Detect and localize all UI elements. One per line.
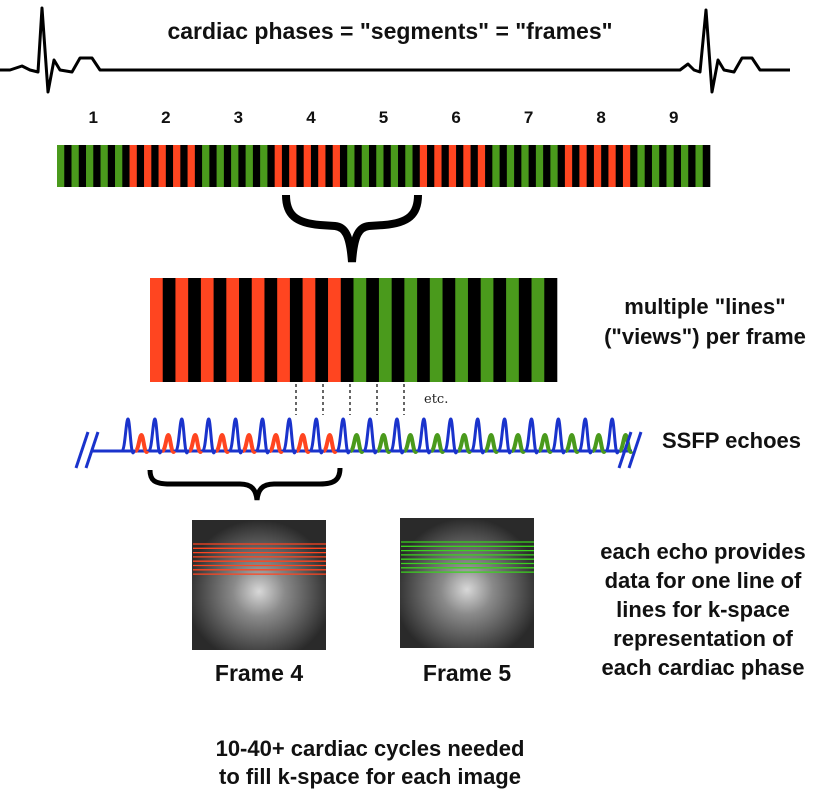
echo-7-blue — [201, 417, 217, 455]
frame-brace — [282, 194, 422, 263]
views-red-frame — [150, 278, 354, 382]
segment-8 — [564, 145, 638, 187]
frame-4-kspace-image — [192, 520, 326, 650]
views-per-frame-bar — [150, 278, 558, 382]
phase-number-4: 4 — [306, 108, 316, 127]
echo-31-blue — [524, 417, 539, 455]
echo-29-blue — [497, 417, 513, 455]
segment-2 — [129, 145, 203, 187]
ssfp-echoes-label: SSFP echoes — [662, 428, 801, 453]
frame-4-label: Frame 4 — [214, 660, 304, 686]
phase-number-8: 8 — [596, 108, 606, 127]
views-green-frame — [353, 278, 558, 382]
views-label: multiple "lines" ("views") per frame — [580, 292, 830, 352]
echo-14-red — [295, 433, 311, 454]
segment-6 — [419, 145, 493, 187]
echo-group-brace — [147, 467, 343, 501]
echo-20-green — [376, 433, 392, 454]
echo-note: each echo provides data for one line of … — [572, 537, 834, 682]
echo-1-blue — [120, 417, 136, 455]
bottom-note: 10-40+ cardiac cycles needed to fill k-s… — [150, 735, 590, 791]
echo-25-blue — [443, 417, 459, 455]
frame-5-kspace-lines — [401, 541, 534, 573]
echo-24-green — [430, 433, 446, 454]
echo-28-green — [484, 433, 499, 454]
views-label-line-1: multiple "lines" — [624, 294, 786, 319]
echo-36-green — [591, 433, 607, 454]
etc-label: etc. — [424, 392, 449, 407]
echo-note-line-5: each cardiac phase — [601, 655, 805, 680]
echo-4-red — [161, 433, 177, 454]
echo-22-green — [403, 433, 419, 454]
echo-16-red — [322, 433, 338, 454]
echo-32-green — [537, 433, 553, 454]
views-label-line-2: ("views") per frame — [604, 324, 806, 349]
echo-8-red — [215, 433, 230, 454]
echo-2-red — [134, 433, 150, 454]
segment-9 — [637, 145, 711, 187]
ssfp-echo-train — [92, 417, 634, 455]
bottom-note-line-1: 10-40+ cardiac cycles needed — [215, 736, 525, 761]
phase-number-2: 2 — [161, 108, 171, 127]
echo-26-green — [457, 433, 473, 454]
frame-4-kspace-lines — [193, 543, 326, 575]
echo-23-blue — [416, 417, 432, 455]
echo-21-blue — [389, 417, 405, 455]
phase-number-3: 3 — [233, 108, 244, 127]
segment-5 — [347, 145, 421, 187]
echo-note-line-4: representation of — [613, 626, 793, 651]
cardiac-segments-bar — [57, 145, 711, 187]
echo-30-green — [510, 433, 526, 454]
phase-number-5: 5 — [378, 108, 389, 127]
echo-11-blue — [255, 417, 270, 455]
echo-5-blue — [174, 417, 190, 455]
echo-note-line-2: data for one line of — [604, 568, 802, 593]
echo-12-red — [268, 433, 284, 454]
echo-35-blue — [577, 417, 593, 455]
phase-number-6: 6 — [451, 108, 461, 127]
segment-3 — [202, 145, 275, 187]
phase-number-7: 7 — [523, 108, 534, 127]
echo-note-line-1: each echo provides — [600, 539, 806, 564]
echo-18-green — [349, 433, 365, 454]
echo-27-blue — [470, 417, 486, 455]
echo-15-blue — [308, 417, 324, 455]
echo-34-green — [564, 433, 580, 454]
echo-9-blue — [228, 417, 244, 455]
break-mark-left — [74, 431, 100, 469]
diagram-title: cardiac phases = "segments" = "frames" — [167, 18, 613, 44]
segment-4 — [274, 145, 348, 187]
echo-connectors — [295, 384, 405, 415]
bottom-note-line-2: to fill k-space for each image — [219, 764, 521, 789]
echo-3-blue — [147, 417, 163, 455]
echo-note-line-3: lines for k-space — [616, 597, 790, 622]
break-mark-right — [617, 431, 643, 469]
echo-37-blue — [604, 417, 620, 455]
echo-19-blue — [362, 417, 378, 455]
echo-38-green — [618, 433, 634, 454]
echo-6-red — [188, 433, 204, 454]
echo-13-blue — [281, 417, 297, 455]
echo-10-red — [241, 433, 257, 454]
segment-1 — [57, 145, 130, 187]
frame-5-kspace-image — [400, 518, 534, 648]
frame-5-label: Frame 5 — [422, 660, 512, 686]
phase-number-9: 9 — [668, 108, 679, 127]
echo-17-blue — [335, 417, 351, 455]
segment-7 — [492, 145, 566, 187]
ecg-trace — [0, 6, 790, 94]
phase-number-1: 1 — [88, 108, 98, 127]
echo-33-blue — [550, 417, 566, 455]
